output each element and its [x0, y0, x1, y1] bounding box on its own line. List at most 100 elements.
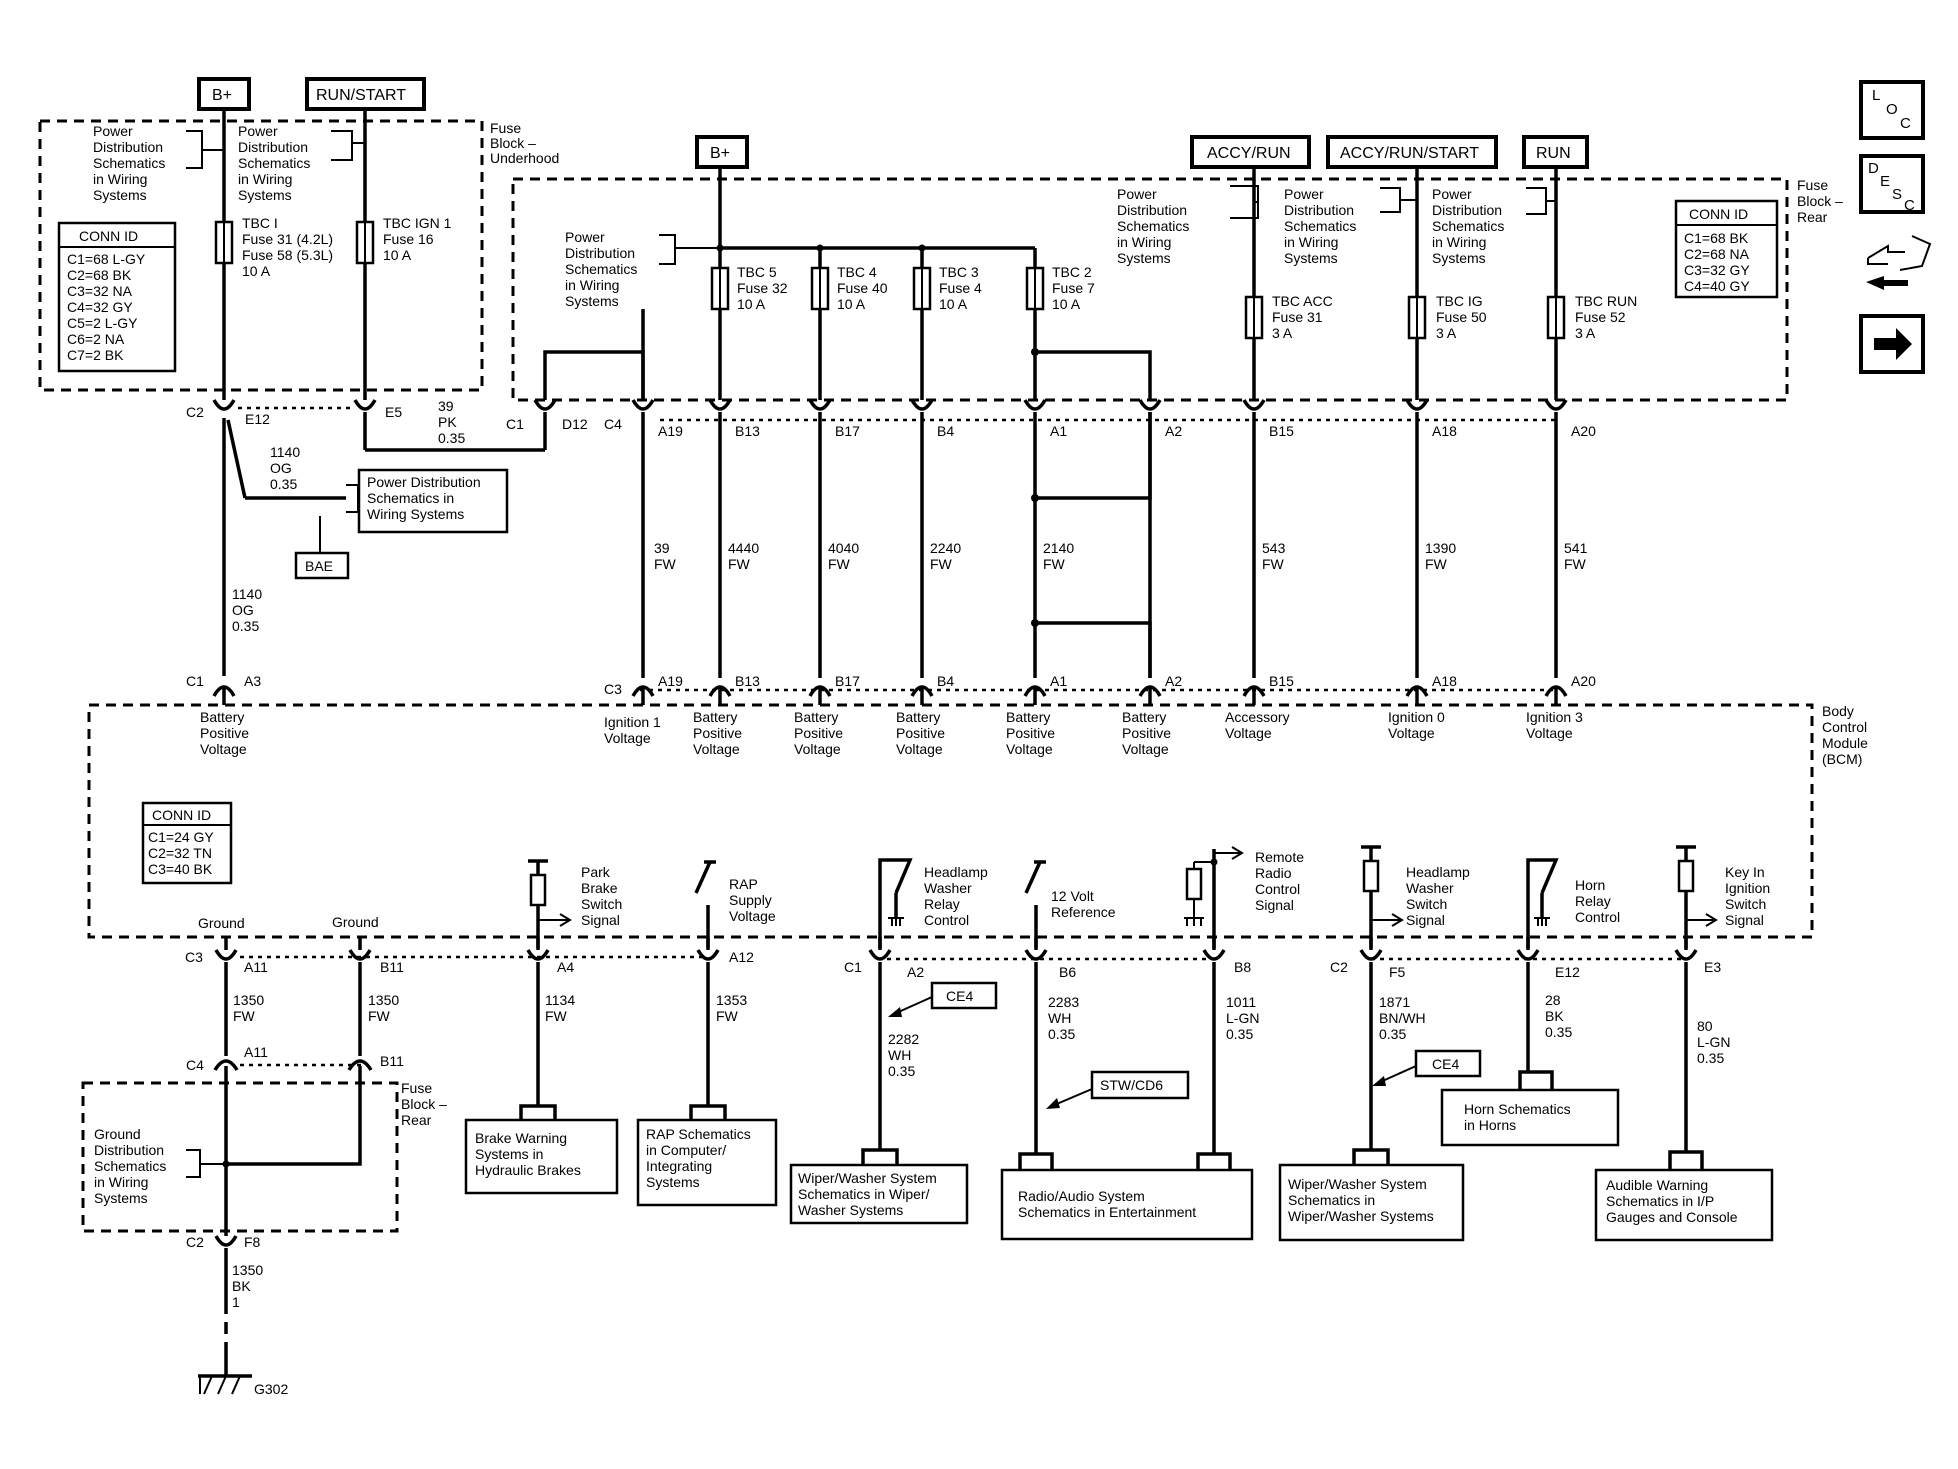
svg-text:Voltage: Voltage	[1526, 725, 1573, 741]
svg-text:1350: 1350	[368, 992, 399, 1008]
svg-text:Switch: Switch	[1725, 896, 1766, 912]
svg-text:Power: Power	[1284, 186, 1324, 202]
svg-text:C: C	[1904, 197, 1915, 214]
lower-pin	[526, 937, 550, 1106]
svg-text:TBC RUN: TBC RUN	[1575, 293, 1637, 309]
pds-box-upper[interactable]: Power Distribution Schematics in Wiring …	[357, 468, 509, 534]
remote-radio-control-symbol: Remote Radio Control Signal	[1184, 846, 1304, 948]
option-stw-cd6[interactable]: STW/CD6	[1046, 1070, 1190, 1109]
svg-text:Control: Control	[924, 912, 969, 928]
svg-text:4440: 4440	[728, 540, 759, 556]
ref-brake-warning[interactable]: Brake Warning Systems in Hydraulic Brake…	[464, 1104, 619, 1195]
svg-text:Fuse 31 (4.2L): Fuse 31 (4.2L)	[242, 231, 333, 247]
bcm-top-pin-a2: A2	[1138, 673, 1182, 705]
svg-text:RUN: RUN	[1536, 145, 1571, 162]
ref-rap[interactable]: RAP Schematics in Computer/ Integrating …	[636, 1104, 778, 1207]
upper-pin-b17: B17	[808, 309, 860, 678]
option-ce4-b[interactable]: CE4	[1372, 1049, 1482, 1086]
svg-text:Positive: Positive	[200, 725, 249, 741]
ref-horn[interactable]: Horn Schematics in Horns	[1440, 1070, 1620, 1147]
svg-text:1390: 1390	[1425, 540, 1456, 556]
svg-text:Distribution: Distribution	[565, 245, 635, 261]
svg-text:Block –: Block –	[1797, 193, 1843, 209]
svg-text:Relay: Relay	[924, 896, 960, 912]
upper-pin-label: B4	[937, 423, 954, 439]
svg-text:Distribution: Distribution	[1117, 202, 1187, 218]
ref-radio-audio[interactable]: Radio/Audio System Schematics in Enterta…	[1000, 1152, 1254, 1241]
svg-text:A12: A12	[729, 949, 754, 965]
upper-pin-a2: A2	[1138, 399, 1182, 678]
svg-text:Control: Control	[1255, 881, 1300, 897]
underhood-conn-id: CONN ID C1=68 L-GY C2=68 BK C3=32 NA C4=…	[57, 221, 177, 373]
svg-text:C2: C2	[186, 404, 204, 420]
bcm-top-pin-a19: A19	[631, 673, 683, 705]
svg-text:Block –: Block –	[401, 1096, 447, 1112]
svg-text:B11: B11	[380, 959, 404, 975]
svg-text:Schematics: Schematics	[1117, 218, 1189, 234]
fuse-tbc-ign1: TBC IGN 1 Fuse 16 10 A	[355, 109, 452, 400]
svg-text:Brake Warning: Brake Warning	[475, 1130, 567, 1146]
svg-text:Voltage: Voltage	[1225, 725, 1272, 741]
underhood-pds-left: Power Distribution Schematics in Wiring …	[93, 123, 224, 203]
source-accy-run: ACCY/RUN	[1190, 135, 1311, 169]
svg-text:Distribution: Distribution	[238, 139, 308, 155]
bcm-top-pin-b15: B15	[1242, 673, 1294, 705]
svg-text:Power: Power	[1432, 186, 1472, 202]
svg-text:C1=68 BK: C1=68 BK	[1684, 230, 1749, 246]
svg-text:Control: Control	[1822, 719, 1867, 735]
bcm-top-pin-b17: B17	[808, 673, 860, 705]
svg-text:C3=40 BK: C3=40 BK	[148, 861, 213, 877]
component-locator-icon[interactable]	[1866, 235, 1932, 290]
svg-text:Control: Control	[1575, 909, 1620, 925]
svg-text:Schematics in: Schematics in	[367, 490, 454, 506]
svg-text:Systems: Systems	[1432, 250, 1486, 266]
svg-text:Systems: Systems	[1117, 250, 1171, 266]
lower-connector-labels: C3 A11 B11 A4 A12 C1 A2 B6 B8 C2 F5 E12 …	[185, 949, 1721, 980]
svg-text:ACCY/RUN/START: ACCY/RUN/START	[1340, 145, 1479, 162]
svg-text:Systems: Systems	[646, 1174, 700, 1190]
svg-text:1011: 1011	[1226, 994, 1256, 1010]
next-arrow-icon[interactable]	[1859, 314, 1925, 374]
ref-audible-warning[interactable]: Audible Warning Schematics in I/P Gauges…	[1594, 1150, 1774, 1242]
lower-pin	[1202, 937, 1226, 1154]
svg-text:Systems: Systems	[1284, 250, 1338, 266]
lower-pin	[1516, 937, 1540, 1072]
svg-text:C2: C2	[1330, 959, 1348, 975]
option-ce4-a[interactable]: CE4	[888, 981, 998, 1017]
ref-wiper-washer-2[interactable]: Wiper/Washer System Schematics in Wiper/…	[1278, 1148, 1465, 1242]
upper-pin-a18: A18	[1405, 338, 1457, 678]
svg-text:Rear: Rear	[1797, 209, 1828, 225]
svg-text:Schematics: Schematics	[94, 1158, 166, 1174]
rear-conn-id: CONN ID C1=68 BK C2=68 NA C3=32 GY C4=40…	[1674, 199, 1779, 299]
svg-text:C3=32 GY: C3=32 GY	[1684, 262, 1750, 278]
svg-text:28: 28	[1545, 992, 1561, 1008]
bae-box[interactable]: BAE	[294, 516, 350, 580]
svg-text:C7=2 BK: C7=2 BK	[67, 347, 124, 363]
svg-text:C4=40 GY: C4=40 GY	[1684, 278, 1750, 294]
source-bplus-1: B+	[197, 77, 251, 111]
svg-text:1134: 1134	[545, 992, 575, 1008]
headlamp-washer-relay-symbol: Headlamp Washer Relay Control	[878, 858, 988, 948]
svg-text:C2=68 BK: C2=68 BK	[67, 267, 132, 283]
ref-wiper-washer-1[interactable]: Wiper/Washer System Schematics in Wiper/…	[789, 1148, 969, 1225]
fuse-block-underhood-label: Fuse Block – Underhood	[490, 120, 559, 166]
svg-text:Brake: Brake	[581, 880, 618, 896]
svg-text:Fuse 52: Fuse 52	[1575, 309, 1626, 325]
loc-button[interactable]: L O C	[1859, 80, 1925, 140]
desc-button[interactable]: D E S C	[1859, 154, 1925, 214]
svg-text:in Wiring: in Wiring	[1432, 234, 1486, 250]
svg-text:B+: B+	[710, 145, 730, 162]
svg-text:D12: D12	[562, 416, 588, 432]
svg-text:Washer: Washer	[924, 880, 972, 896]
